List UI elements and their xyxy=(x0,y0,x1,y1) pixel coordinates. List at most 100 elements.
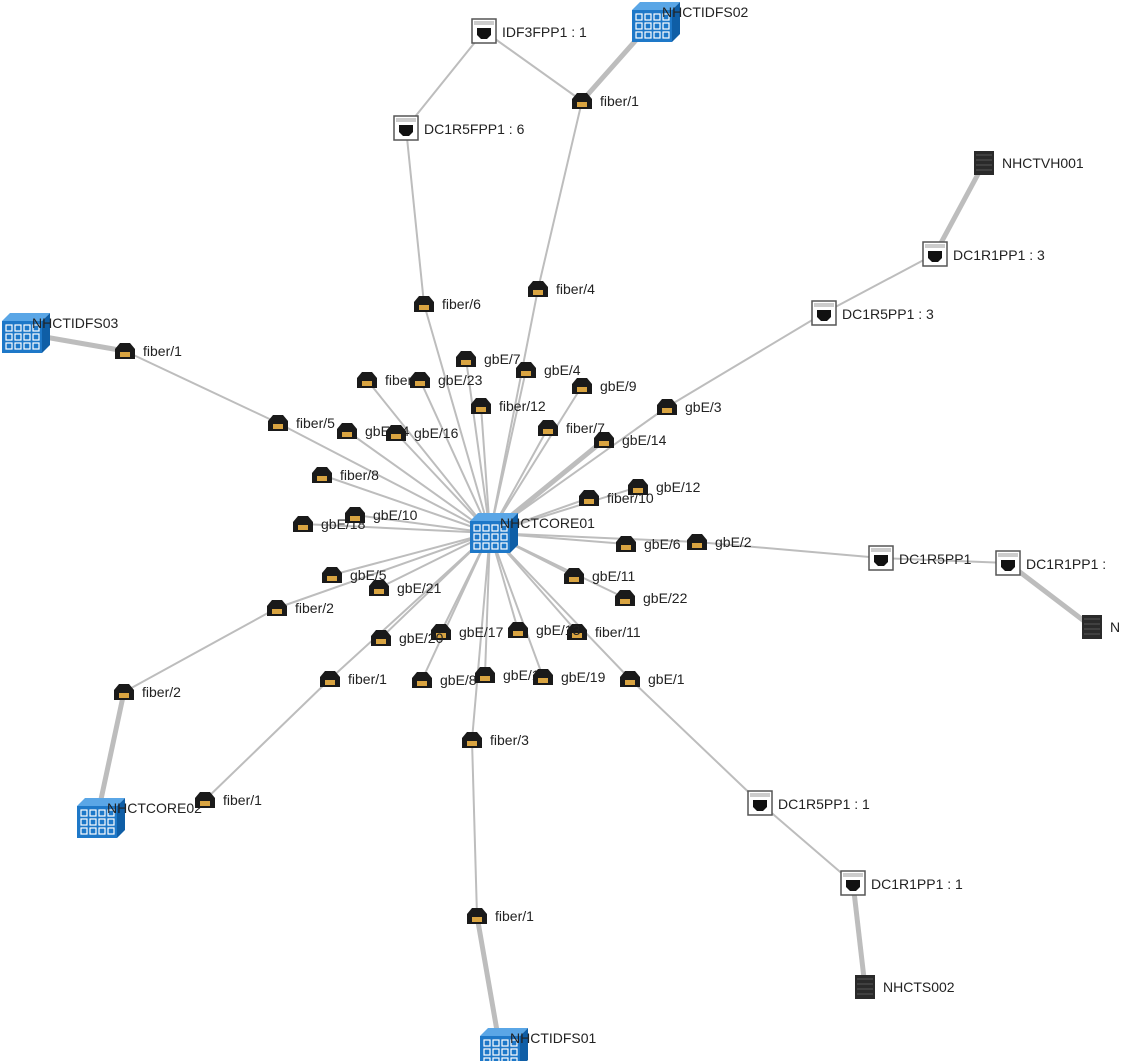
port-node-p_ge22[interactable]: gbE/22 xyxy=(615,590,688,606)
switch-node-core02[interactable]: NHCTCORE02 xyxy=(77,798,202,838)
panel-node-dc1r1pp1_r[interactable]: DC1R1PP1 : xyxy=(995,550,1106,576)
switch-port-cell xyxy=(5,333,13,341)
switch-icon-side xyxy=(117,798,125,838)
port-node-p_ge13[interactable]: gbE/13 xyxy=(508,622,581,638)
switch-port-cell xyxy=(510,1057,518,1061)
switch-port-cell xyxy=(644,22,652,30)
link-dc1r5pp1_1-dc1r1pp1_1 xyxy=(759,802,854,884)
link-p_f4-p_idfs02_f1 xyxy=(537,100,583,290)
port-node-p_ge14[interactable]: gbE/14 xyxy=(594,432,667,448)
switch-port-cell xyxy=(98,818,106,826)
server-node-vh001[interactable]: NHCTVH001 xyxy=(974,151,1084,175)
port-node-p_ge11[interactable]: gbE/11 xyxy=(564,568,636,584)
port-label: gbE/23 xyxy=(438,372,483,388)
port-node-p_f4[interactable]: fiber/4 xyxy=(528,281,595,297)
port-icon-jack xyxy=(362,381,372,386)
switch-label: NHCTCORE01 xyxy=(500,515,595,531)
port-node-p_f1_core[interactable]: fiber/1 xyxy=(320,671,387,687)
switch-port-cell xyxy=(482,542,490,550)
port-node-p_ge19[interactable]: gbE/19 xyxy=(533,669,606,685)
port-node-p_idfs01_f1[interactable]: fiber/1 xyxy=(467,908,534,924)
switch-icon-top xyxy=(480,1028,528,1036)
switch-port-cell xyxy=(501,1039,509,1047)
switch-node-idfs03[interactable]: NHCTIDFS03 xyxy=(2,313,119,353)
port-label: fiber/1 xyxy=(495,908,534,924)
port-node-p_ge17[interactable]: gbE/17 xyxy=(431,624,504,640)
panel-icon-jack xyxy=(753,800,767,811)
panel-node-dc1r5pp1_r[interactable]: DC1R5PP1 xyxy=(868,545,972,571)
switch-node-core01[interactable]: NHCTCORE01 xyxy=(470,513,595,553)
server-node-ts002[interactable]: NHCTS002 xyxy=(855,975,955,999)
port-node-p_ge3[interactable]: gbE/3 xyxy=(657,399,722,415)
switch-port-cell xyxy=(107,827,115,835)
port-icon-jack xyxy=(599,441,609,446)
panel-node-idf3fpp1[interactable]: IDF3FPP1 : 1 xyxy=(471,18,587,44)
switch-port-cell xyxy=(491,542,499,550)
port-node-p_ge9[interactable]: gbE/9 xyxy=(572,378,637,394)
port-node-p_f8[interactable]: fiber/8 xyxy=(312,467,379,483)
port-node-p_f3[interactable]: fiber/3 xyxy=(462,732,529,748)
port-icon-jack xyxy=(120,352,130,357)
port-node-p_ge12[interactable]: gbE/12 xyxy=(628,479,701,495)
switch-icon-face xyxy=(2,321,42,353)
switch-port-cell xyxy=(14,342,22,350)
port-node-p_ge4[interactable]: gbE/4 xyxy=(516,362,581,378)
port-node-p_f6_top[interactable]: fiber/6 xyxy=(414,296,481,312)
port-node-p_idfs02_f1[interactable]: fiber/1 xyxy=(572,93,639,109)
link-core01-p_f2 xyxy=(276,532,491,609)
port-node-p_ge7[interactable]: gbE/7 xyxy=(456,351,521,367)
port-node-p_core02_f1[interactable]: fiber/1 xyxy=(195,792,262,808)
port-node-p_f2[interactable]: fiber/2 xyxy=(267,600,334,616)
port-node-p_core02_f2[interactable]: fiber/2 xyxy=(114,684,181,700)
link-core01-p_f12 xyxy=(480,405,491,534)
port-node-p_idfs03_f1[interactable]: fiber/1 xyxy=(115,343,182,359)
port-node-p_f5[interactable]: fiber/5 xyxy=(268,415,335,431)
panel-icon-jack xyxy=(846,880,860,891)
link-dc1r1pp1_1-ts002 xyxy=(850,880,868,990)
port-node-p_f12[interactable]: fiber/12 xyxy=(471,398,546,414)
port-label: fiber/8 xyxy=(340,467,379,483)
panel-icon-strip xyxy=(925,244,945,248)
port-label: gbE/7 xyxy=(484,351,521,367)
port-node-p_ge2[interactable]: gbE/2 xyxy=(687,534,752,550)
port-node-p_f11[interactable]: fiber/11 xyxy=(567,624,641,640)
port-node-p_ge8[interactable]: gbE/8 xyxy=(412,672,477,688)
switch-port-cell xyxy=(80,827,88,835)
port-node-p_ge6[interactable]: gbE/6 xyxy=(616,536,681,552)
port-icon-jack xyxy=(417,681,427,686)
switch-port-cell xyxy=(483,1057,491,1061)
port-node-p_ge16[interactable]: gbE/16 xyxy=(386,425,459,441)
switch-label: NHCTIDFS02 xyxy=(662,4,749,20)
port-node-p_ge23[interactable]: gbE/23 xyxy=(410,372,483,388)
port-node-p_ge20[interactable]: gbE/20 xyxy=(371,630,444,646)
link-core01-p_ge15 xyxy=(484,532,491,676)
switch-icon-face xyxy=(470,521,510,553)
panel-node-dc1r1pp1_3[interactable]: DC1R1PP1 : 3 xyxy=(922,241,1045,267)
panel-node-dc1r5pp1_1[interactable]: DC1R5PP1 : 1 xyxy=(747,790,870,816)
server-node-srv_r[interactable]: N xyxy=(1082,615,1120,639)
switch-icon-top xyxy=(2,313,50,321)
switch-port-cell xyxy=(492,1039,500,1047)
port-icon-jack xyxy=(577,387,587,392)
port-icon-jack xyxy=(625,680,635,685)
switch-node-idfs01[interactable]: NHCTIDFS01 xyxy=(480,1028,597,1061)
link-p_idfs01_f1-idfs01 xyxy=(474,913,503,1051)
switch-node-idfs02[interactable]: NHCTIDFS02 xyxy=(632,2,749,42)
panel-node-dc1r5fpp1[interactable]: DC1R5FPP1 : 6 xyxy=(393,115,525,141)
port-node-p_ge21[interactable]: gbE/21 xyxy=(369,580,442,596)
link-core01-p_ge23 xyxy=(419,379,491,534)
port-node-p_ge10[interactable]: gbE/10 xyxy=(345,507,418,523)
switch-port-cell xyxy=(644,31,652,39)
port-icon-jack xyxy=(342,432,352,437)
port-label: gbE/10 xyxy=(373,507,418,523)
port-node-p_ge1[interactable]: gbE/1 xyxy=(620,671,685,687)
port-node-p_f7[interactable]: fiber/7 xyxy=(538,420,605,436)
panel-node-dc1r5pp1_3[interactable]: DC1R5PP1 : 3 xyxy=(811,300,934,326)
link-dc1r1pp1_r-srv_r xyxy=(1005,560,1095,630)
port-node-p_ge5[interactable]: gbE/5 xyxy=(322,567,387,583)
link-dc1r1pp1_3-vh001 xyxy=(932,160,987,257)
switch-port-cell xyxy=(89,809,97,817)
port-icon-jack xyxy=(633,488,643,493)
panel-node-dc1r1pp1_1[interactable]: DC1R1PP1 : 1 xyxy=(840,870,963,896)
port-node-p_f10[interactable]: fiber/10 xyxy=(579,490,654,506)
